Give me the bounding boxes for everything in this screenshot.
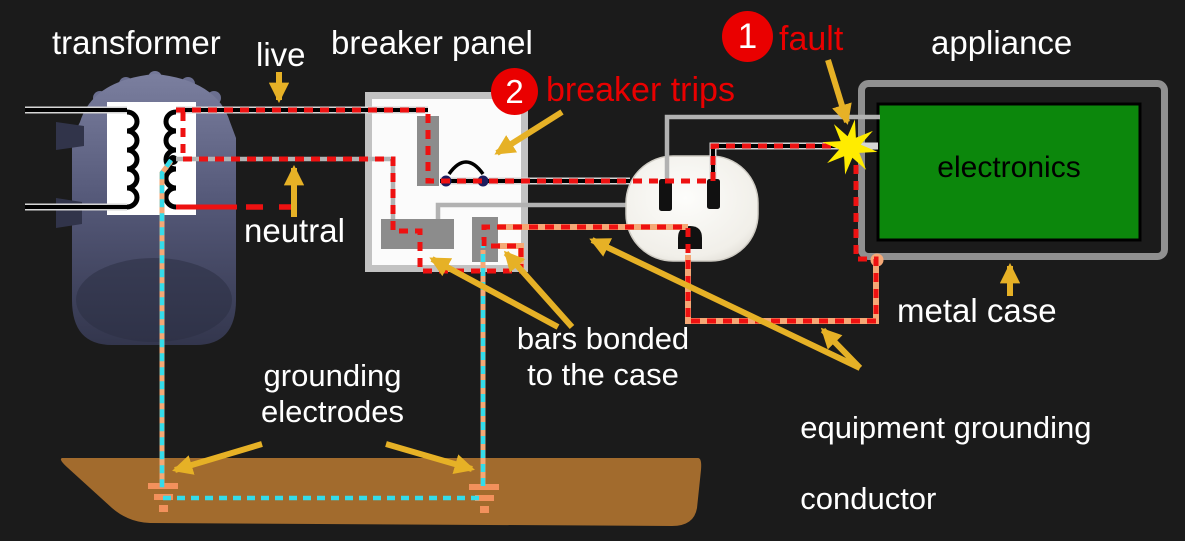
breaker-trips-arrow (494, 109, 564, 156)
live-label: live (256, 36, 306, 73)
callout-2-number: 2 (505, 72, 524, 110)
grounding-electrodes-line1: grounding (263, 358, 402, 393)
callout-2-circle: 2 (491, 68, 538, 115)
fault-label: fault (779, 20, 844, 58)
live-current-dashes (176, 107, 846, 184)
grounding-electrode-right (469, 484, 499, 513)
annotation-arrows (172, 59, 1021, 475)
ground-path-cyan (159, 158, 486, 501)
grounding-electrodes-label: grounding electrodes (215, 358, 450, 429)
electronics-box (876, 102, 1142, 242)
earth-soil (60, 458, 702, 526)
outlet-ground-hole (678, 226, 702, 249)
transformer-label: transformer (52, 24, 221, 61)
equipment-grounding-label: equipment grounding conductor (783, 374, 1092, 517)
primary-coil (126, 109, 140, 210)
metal-case-label: metal case (897, 292, 1057, 329)
equipment-grounding-line2: conductor (800, 480, 937, 516)
bars-bonded-line1: bars bonded (516, 321, 690, 356)
bars-bonded-arrow-right (503, 250, 575, 329)
fault-current-path (176, 107, 879, 324)
neutral-label: neutral (244, 212, 345, 249)
fault-arrow (825, 59, 852, 125)
electrode-arrow-right (385, 441, 475, 474)
secondary-coil (163, 109, 177, 210)
electronics-label: electronics (937, 151, 1081, 184)
electrode-arrow-left (172, 441, 263, 475)
return-current-dashes (183, 150, 879, 324)
equipment-grounding-line1: equipment grounding (800, 409, 1092, 445)
primary-terminals (25, 106, 127, 211)
bars-bonded-line2: to the case (527, 356, 679, 392)
appliance-metal-case (858, 80, 1168, 260)
neutral-wire-panel-to-outlet (435, 202, 660, 219)
callout-1-number: 1 (737, 16, 758, 56)
egc-arrow-long (589, 237, 862, 371)
bars-bonded-arrow-left (429, 256, 560, 330)
transformer-fin-bottom (56, 198, 82, 228)
egc-arrow-short (820, 327, 863, 371)
fault-spark (822, 119, 878, 175)
breaker-switch-arc (447, 160, 485, 176)
grounding-electrodes-line2: electrodes (260, 393, 405, 429)
breaker-contact-right (477, 175, 489, 187)
breaker-panel-label: breaker panel (331, 24, 533, 61)
callout-1-circle: 1 (722, 11, 773, 62)
outlet-slots (659, 179, 720, 249)
transformer-fin-top (56, 122, 84, 150)
breaker-trips-label: breaker trips (546, 71, 735, 109)
neutral-wire-outlet-to-appliance (664, 114, 880, 183)
appliance-label: appliance (931, 24, 1073, 61)
bars-bonded-label: bars bonded to the case (478, 321, 728, 392)
